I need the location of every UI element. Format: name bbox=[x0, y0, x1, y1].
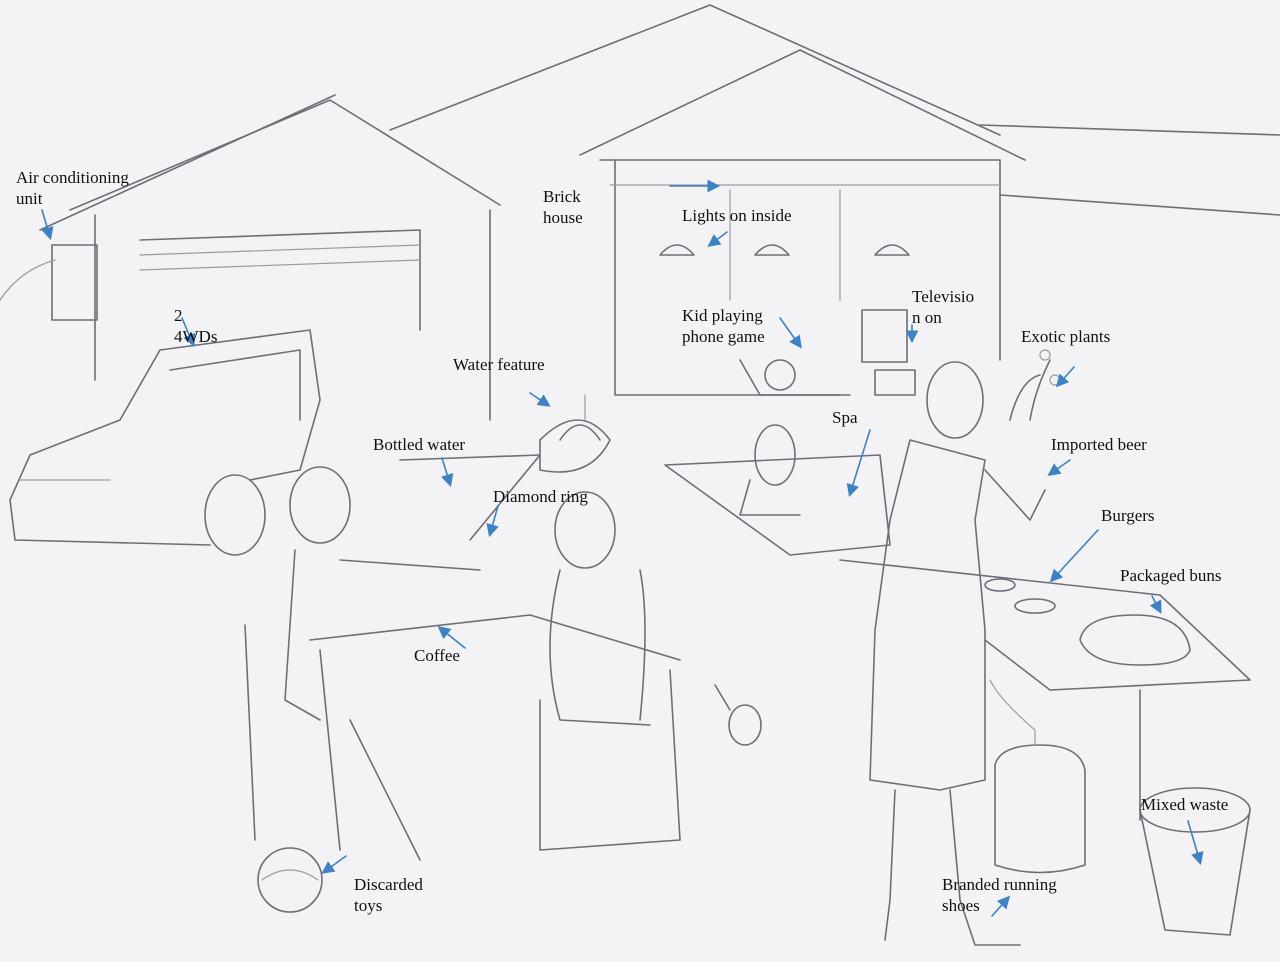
racket-sketch bbox=[714, 684, 762, 746]
plants-sketch bbox=[1009, 349, 1061, 421]
woman-right-sketch bbox=[549, 491, 651, 726]
label-packaged-buns: Packaged buns bbox=[1120, 566, 1222, 585]
label-diamond-ring: Diamond ring bbox=[493, 487, 588, 506]
label-imported-beer: Imported beer bbox=[1051, 435, 1147, 454]
label-two-4wds: 2 4WDs bbox=[174, 306, 218, 346]
label-brick-house: Brick house bbox=[543, 187, 583, 227]
car-sketch bbox=[9, 329, 321, 556]
label-kid-phone: Kid playing phone game bbox=[682, 306, 765, 346]
label-lights-on: Lights on inside bbox=[682, 206, 792, 225]
label-discarded-toys: Discarded toys bbox=[354, 875, 423, 915]
ceiling-lamps bbox=[659, 244, 910, 256]
woman-left-sketch bbox=[284, 466, 481, 861]
spa-sketch bbox=[664, 424, 891, 556]
house-sketch bbox=[0, 4, 1280, 421]
trash-bin-sketch bbox=[1139, 787, 1251, 936]
label-water-feature: Water feature bbox=[453, 355, 545, 374]
label-spa: Spa bbox=[832, 408, 858, 427]
label-air-conditioning: Air conditioning unit bbox=[16, 168, 129, 208]
gas-bottle-sketch bbox=[989, 679, 1086, 874]
label-television: Televisio n on bbox=[912, 287, 975, 327]
label-coffee: Coffee bbox=[414, 646, 460, 665]
patio-table-sketch bbox=[244, 454, 681, 851]
annotation-arrows bbox=[41, 179, 1204, 917]
label-exotic-plants: Exotic plants bbox=[1021, 327, 1111, 346]
man-sketch bbox=[869, 361, 1046, 946]
label-bottled-water: Bottled water bbox=[373, 435, 466, 454]
kid-and-tv-sketch bbox=[739, 309, 916, 396]
ball-sketch bbox=[257, 847, 323, 913]
label-burgers: Burgers bbox=[1101, 506, 1155, 525]
bbq-counter-sketch bbox=[839, 559, 1251, 821]
label-running-shoes: Branded running shoes bbox=[942, 875, 1057, 915]
label-mixed-waste: Mixed waste bbox=[1141, 795, 1229, 814]
water-feature-sketch bbox=[539, 394, 611, 473]
